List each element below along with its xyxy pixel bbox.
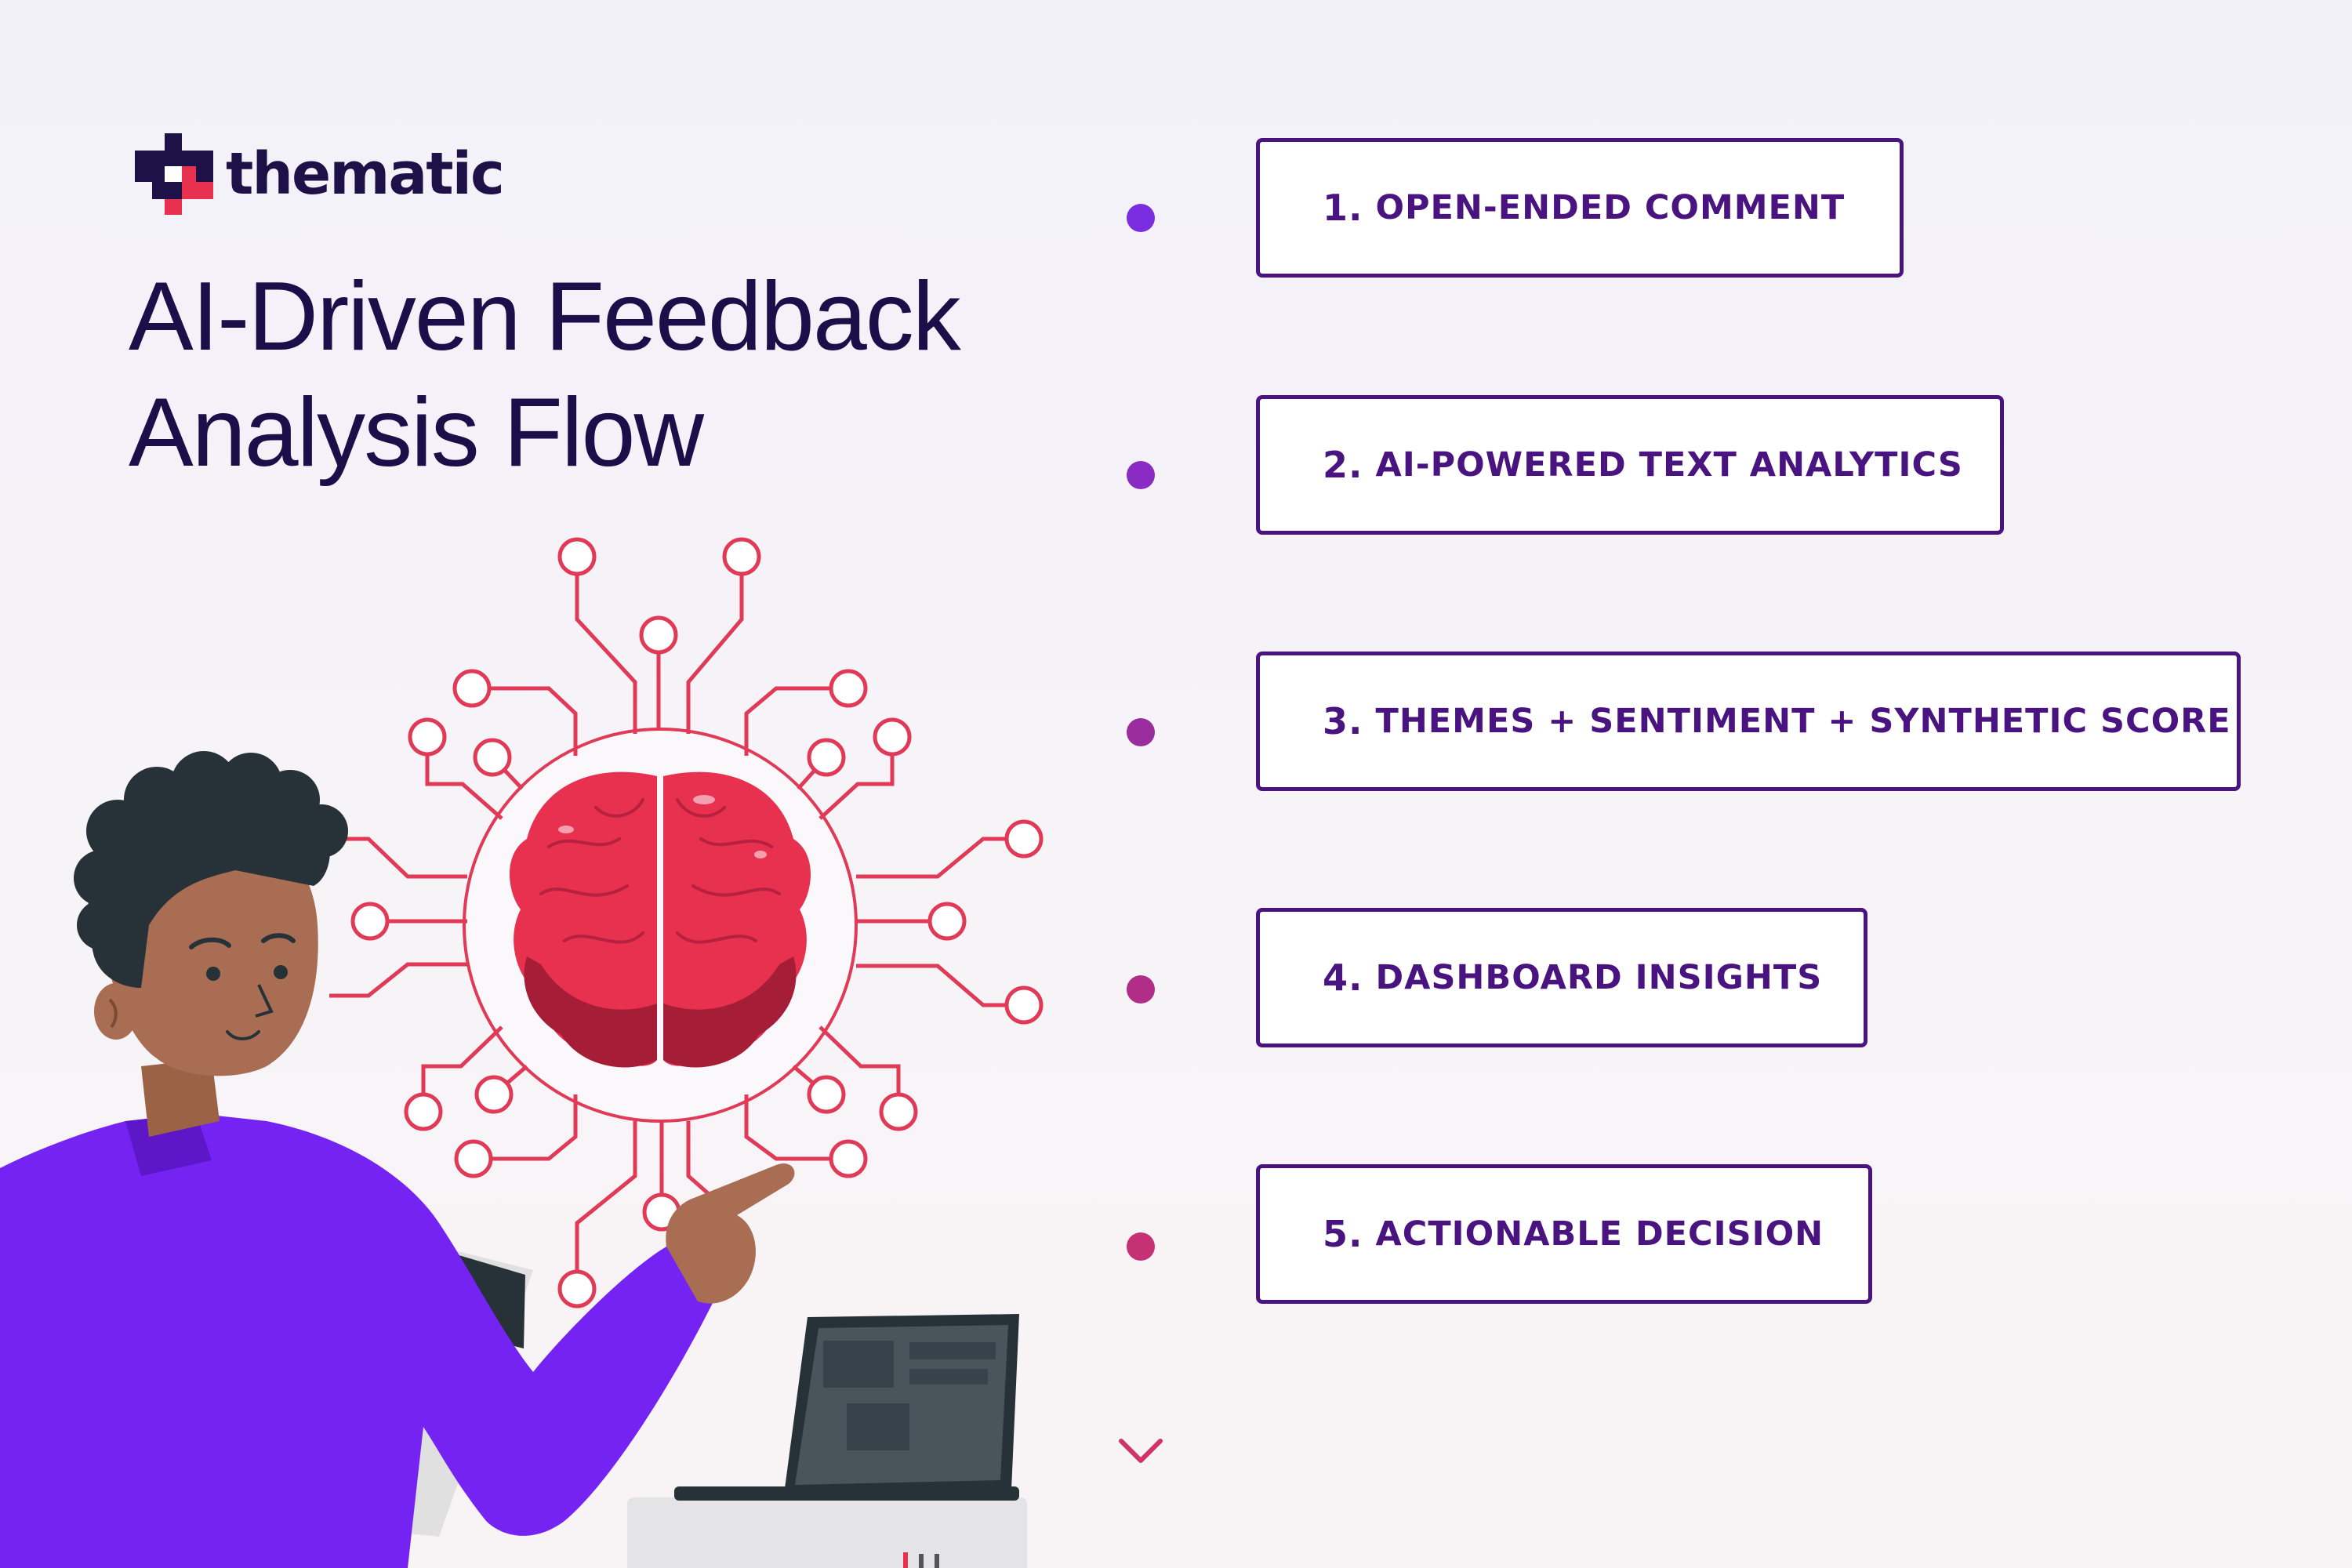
- person-icon: [0, 751, 795, 1568]
- timeline-node-5: [1127, 1232, 1155, 1261]
- brain-icon: [510, 771, 811, 1068]
- thematic-logo-icon: [135, 133, 213, 215]
- arrow-down-icon: [1119, 1439, 1163, 1463]
- title-line-1: AI-Driven Feedback: [129, 263, 961, 371]
- timeline-node-1: [1127, 204, 1155, 232]
- step-2-box: 2. AI-POWERED TEXT ANALYTICS: [1256, 395, 2004, 535]
- person-brain-illustration: [0, 537, 1044, 1568]
- laptop-icon: [627, 1314, 1027, 1568]
- step-3-number: 3.: [1323, 700, 1363, 742]
- flow-timeline: [1119, 204, 1163, 1463]
- step-5-label: ACTIONABLE DECISION: [1375, 1214, 1824, 1254]
- step-3-box: 3. THEMES + SENTIMENT + SYNTHETIC SCORE: [1256, 652, 2241, 791]
- brand-name: thematic: [226, 140, 505, 208]
- step-4-label: DASHBOARD INSIGHTS: [1375, 958, 1823, 997]
- timeline-node-3: [1127, 718, 1155, 746]
- step-1-label: OPEN-ENDED COMMENT: [1375, 188, 1846, 227]
- step-2-label: AI-POWERED TEXT ANALYTICS: [1375, 445, 1963, 485]
- step-5-box: 5. ACTIONABLE DECISION: [1256, 1164, 1872, 1304]
- step-1-number: 1.: [1323, 187, 1363, 229]
- brand-logo: thematic: [135, 133, 505, 215]
- step-4-number: 4.: [1323, 956, 1363, 999]
- step-2-number: 2.: [1323, 444, 1363, 486]
- step-5-number: 5.: [1323, 1213, 1363, 1255]
- step-1-box: 1. OPEN-ENDED COMMENT: [1256, 138, 1904, 278]
- timeline-node-2: [1127, 461, 1155, 489]
- page-title: AI-Driven Feedback Analysis Flow: [129, 259, 1069, 491]
- timeline-node-4: [1127, 975, 1155, 1004]
- title-line-2: Analysis Flow: [129, 379, 704, 487]
- step-4-box: 4. DASHBOARD INSIGHTS: [1256, 908, 1867, 1047]
- step-3-label: THEMES + SENTIMENT + SYNTHETIC SCORE: [1375, 702, 2231, 741]
